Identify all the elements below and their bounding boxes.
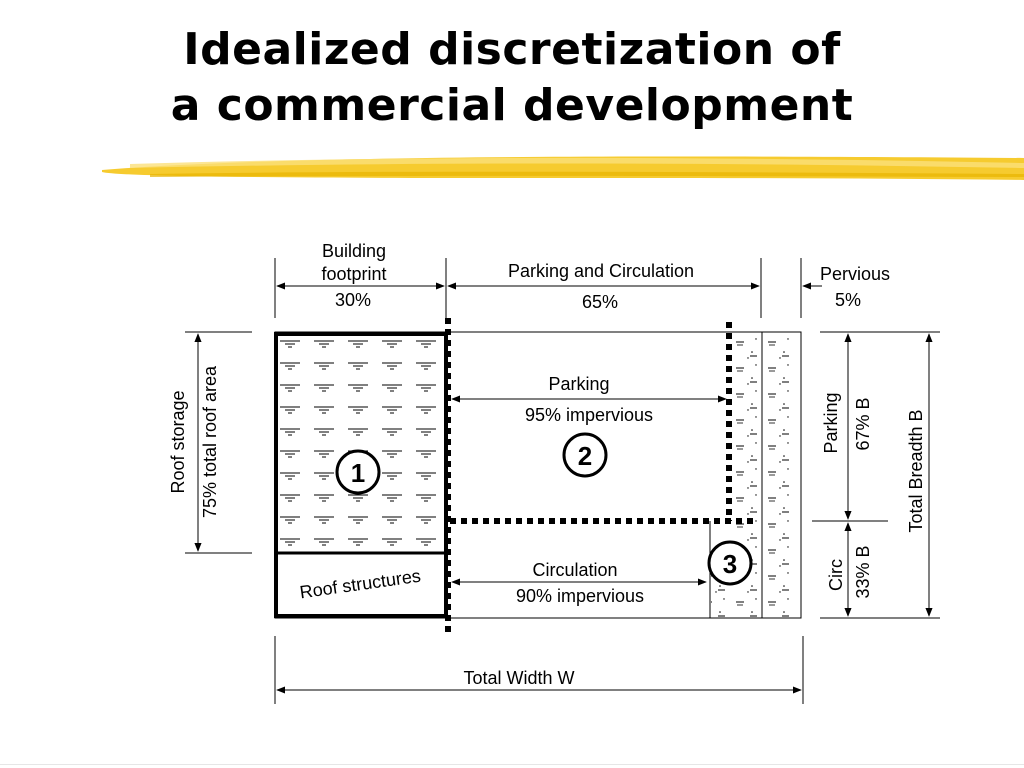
parking-circulation-label: Parking and Circulation	[508, 261, 694, 281]
pervious-percent: 5%	[835, 290, 861, 310]
zone-2-marker	[562, 432, 608, 478]
parking-breadth-label: Parking	[821, 392, 841, 453]
parking-circulation-percent: 65%	[582, 292, 618, 312]
zone-3-number: 3	[723, 549, 737, 579]
building-footprint-label-1: Building	[322, 241, 386, 261]
zone-3-marker	[707, 540, 753, 586]
zone-2-number: 2	[578, 441, 592, 471]
right-dimension-lines	[812, 331, 940, 619]
roof-storage-label: Roof storage	[168, 390, 188, 493]
parking-impervious-label: 95% impervious	[525, 405, 653, 425]
slide-title-line-1: Idealized discretization of	[183, 24, 841, 75]
zone-1-marker	[335, 449, 381, 495]
slide-title-line-2: a commercial development	[170, 80, 854, 131]
building-footprint-percent: 30%	[335, 290, 371, 310]
zone-1-number: 1	[351, 458, 365, 488]
building-footprint-label-2: footprint	[321, 264, 386, 284]
circulation-zone-title: Circulation	[532, 560, 617, 580]
zone-boundaries	[445, 318, 758, 634]
roof-structures-label: Roof structures	[298, 566, 422, 603]
circulation-breadth-percent: 33% B	[853, 545, 873, 598]
parking-breadth-percent: 67% B	[853, 397, 873, 450]
roof-storage-percent-label: 75% total roof area	[200, 365, 220, 518]
circulation-impervious-label: 90% impervious	[516, 586, 644, 606]
roof-storage-area	[276, 334, 446, 553]
circulation-breadth-label: Circ	[826, 559, 846, 591]
slide-bottom-rule	[0, 764, 1024, 765]
slide-title: Idealized discretization of a commercial…	[0, 22, 1024, 134]
bottom-dimension-lines	[274, 636, 804, 704]
highlight-brush-stroke	[102, 156, 1024, 180]
left-dimension-lines	[185, 331, 252, 554]
parking-zone-title: Parking	[548, 374, 609, 394]
total-breadth-label: Total Breadth B	[906, 409, 926, 532]
pervious-label: Pervious	[820, 264, 890, 284]
total-width-label: Total Width W	[463, 668, 574, 688]
top-dimension-lines	[274, 258, 822, 318]
